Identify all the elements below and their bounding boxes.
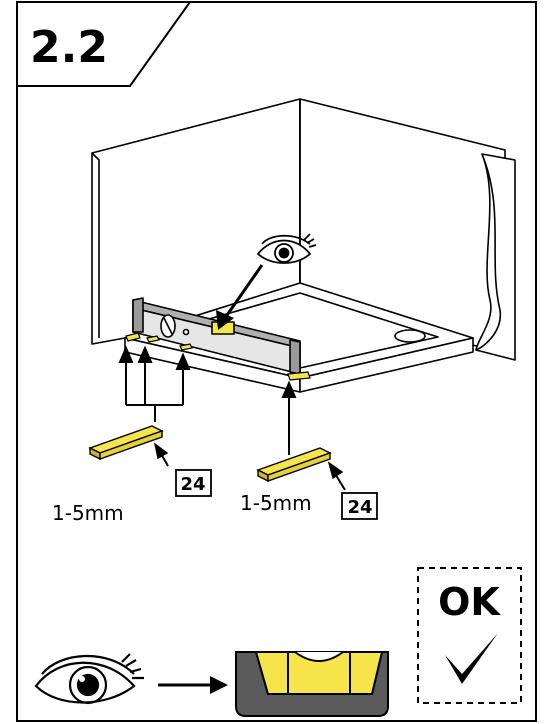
part-number: 24 [347,497,372,518]
eye-icon [34,653,144,705]
shim-arrow-right [281,380,297,455]
step-number: 2.2 [30,22,108,73]
part-badge-2: 24 [341,492,378,520]
step-tab: 2.2 [16,1,192,87]
shim-1 [88,425,169,467]
arrow-icon [216,264,264,330]
shower-tray [124,282,474,393]
shim-thickness: 1-5mm [240,491,312,515]
spirit-level-bubble-icon [235,651,389,717]
eye-icon [256,233,317,264]
shim-2 [256,447,346,491]
part-number: 24 [180,474,205,495]
shim-arrows-left [118,345,191,422]
arrow-icon [158,676,228,694]
shim-thickness: 1-5mm [52,501,124,525]
part-badge-1: 24 [175,469,212,497]
ok-label: OK [438,580,501,624]
diagram-frame [16,1,537,722]
checkmark-icon [445,633,498,684]
drain-hole [394,329,426,343]
ok-box: OK [417,567,522,704]
tray-shims [125,332,311,381]
